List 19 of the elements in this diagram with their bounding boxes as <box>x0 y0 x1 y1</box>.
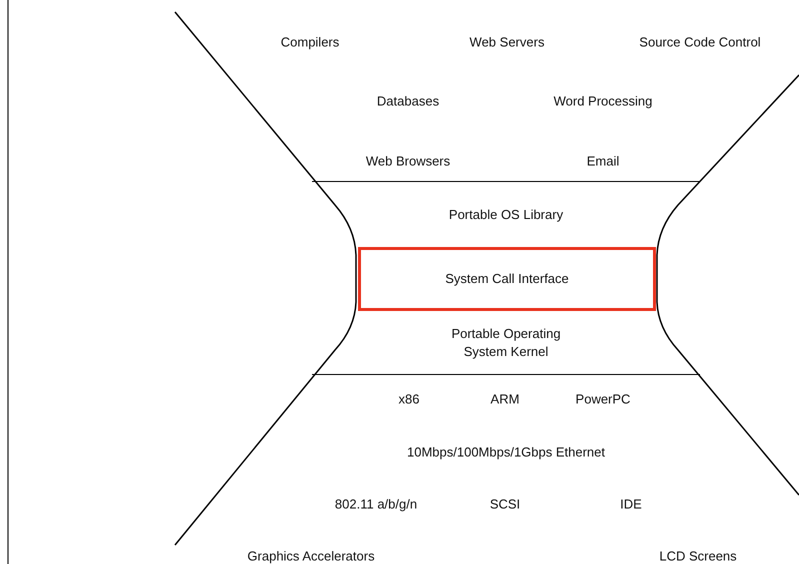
hardware-label: ARM <box>490 392 520 406</box>
hardware-label: LCD Screens <box>659 548 737 564</box>
hardware-label: PowerPC <box>576 392 630 406</box>
hardware-label: 802.11 a/b/g/n <box>334 496 418 512</box>
application-label: Databases <box>376 94 440 108</box>
hardware-label: 10Mbps/100Mbps/1Gbps Ethernet <box>407 444 605 460</box>
application-label: Source Code Control <box>639 34 761 50</box>
application-label: Web Servers <box>470 34 544 50</box>
application-label: Compilers <box>280 34 340 50</box>
hardware-label: IDE <box>620 496 642 512</box>
hardware-label: SCSI <box>490 496 520 512</box>
library-layer: Portable OS Library <box>312 181 700 247</box>
interface-box: System Call Interface <box>358 247 656 311</box>
hardware-label: Graphics Accelerators <box>247 548 375 564</box>
application-label: Web Browsers <box>366 154 450 168</box>
application-label: Email <box>586 154 620 168</box>
kernel-layer: Portable Operating System Kernel <box>312 311 700 375</box>
application-label: Word Processing <box>554 94 652 108</box>
hardware-label: x86 <box>398 392 420 406</box>
